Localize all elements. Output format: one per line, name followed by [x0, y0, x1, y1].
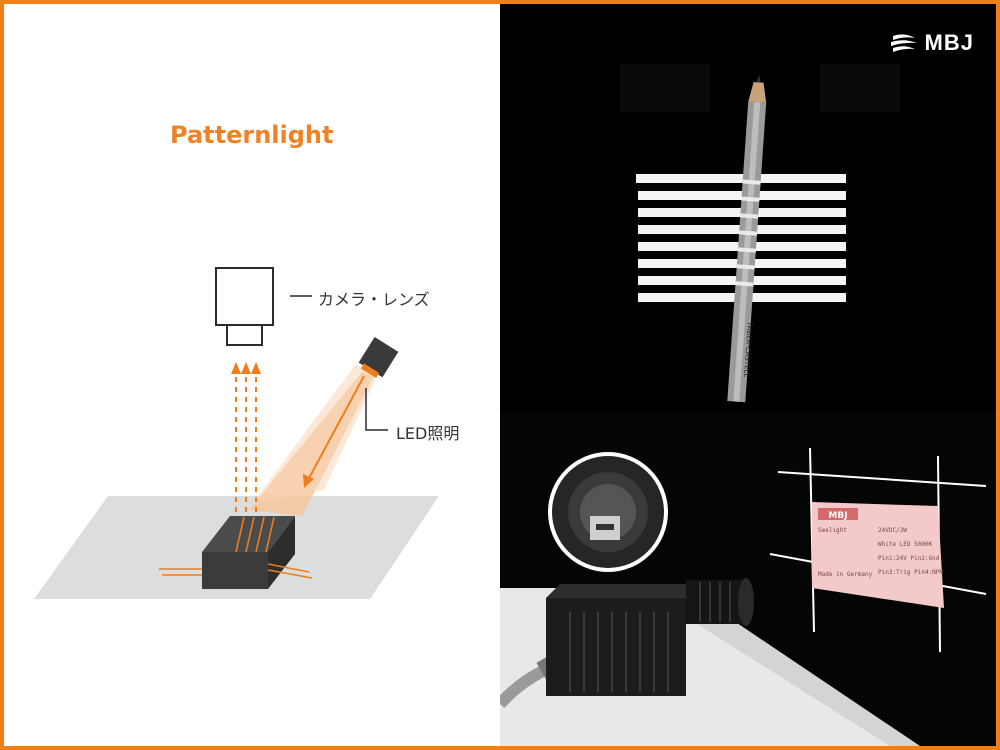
logo-text: MBJ	[924, 30, 974, 55]
label-line: Pin3:Trig Pin4:NPN	[878, 569, 943, 576]
device-scene: MBJ Seelight 24VDC/3W White LED 5000K Pi…	[500, 447, 987, 746]
label-line: Made in Germany	[818, 571, 873, 578]
pencil: FABER-CASTELL	[727, 74, 767, 403]
projected-lines	[159, 516, 313, 579]
illumination-arrow	[307, 375, 365, 481]
label-logo: MBJ	[828, 511, 847, 521]
diagram-title: Patternlight	[170, 121, 334, 149]
diagram-panel: Patternlight	[4, 4, 500, 746]
reflected-rays	[235, 372, 257, 522]
illumination-arrowhead	[303, 474, 314, 488]
device-photo: MBJ Seelight 24VDC/3W White LED 5000K Pi…	[500, 412, 996, 746]
camera-body	[215, 267, 274, 326]
product-label: MBJ Seelight 24VDC/3W White LED 5000K Pi…	[812, 502, 944, 608]
lens-inset	[548, 452, 668, 572]
image-frame: Patternlight	[4, 4, 996, 746]
object-front	[202, 552, 268, 589]
led-head	[358, 337, 399, 379]
mbj-logo: MBJ	[889, 30, 974, 56]
mbj-logo-icon	[890, 34, 917, 52]
pencil-photo: MBJ	[500, 4, 996, 412]
cable	[500, 664, 548, 709]
label-line: Seelight	[818, 527, 847, 534]
label-line: Pin1:24V Pin2:Gnd	[878, 555, 940, 562]
pencil-scene: FABER-CASTELL	[620, 64, 900, 403]
camera-label: カメラ・レンズ	[318, 290, 430, 309]
led-label: LED照明	[396, 424, 460, 443]
label-line: 24VDC/3W	[878, 527, 907, 534]
label-line: White LED 5000K	[878, 541, 933, 548]
ray-arrowheads	[231, 362, 261, 374]
led-leader	[365, 388, 388, 431]
light-cone-outer	[252, 364, 376, 504]
camera-lens	[226, 324, 263, 346]
pattern-light-diagram	[34, 267, 439, 599]
pencil-brand: FABER-CASTELL	[742, 322, 754, 378]
light-device	[546, 578, 754, 696]
